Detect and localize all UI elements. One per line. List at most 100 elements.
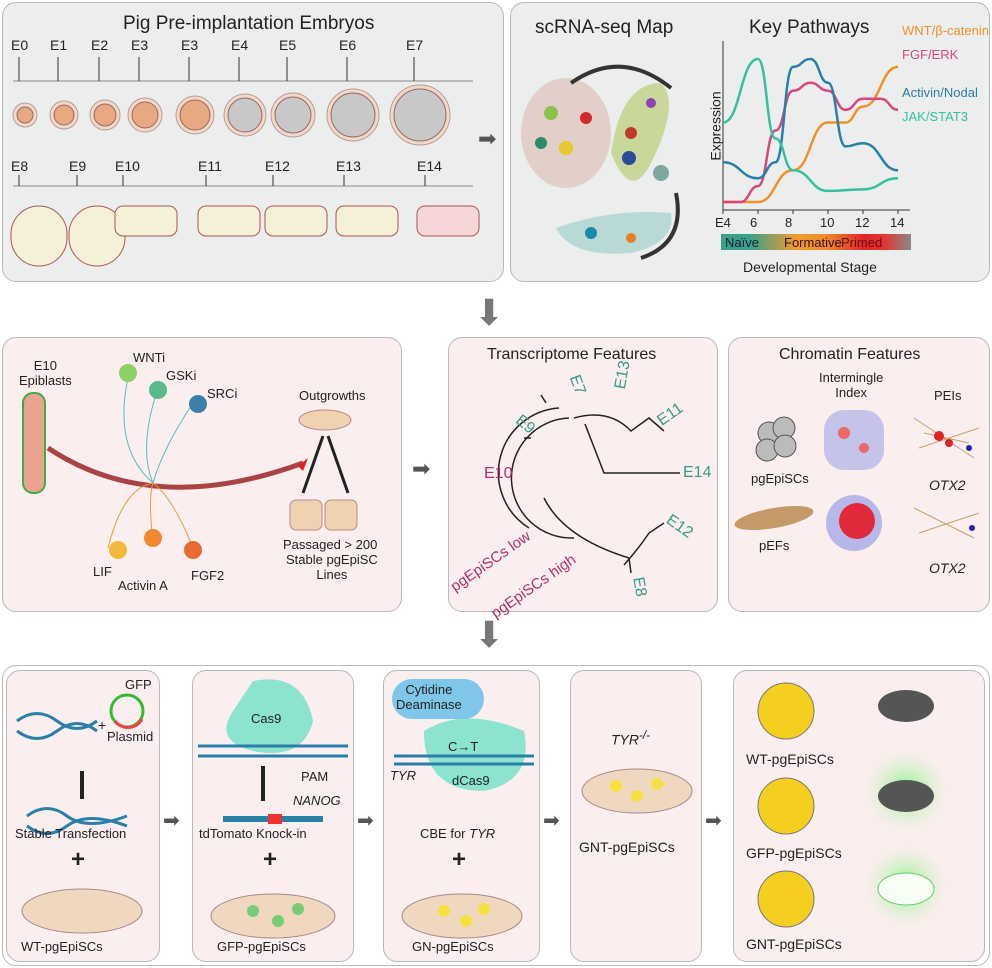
x-tick-label: 14	[890, 215, 905, 230]
chimera-gnt: GNT-pgEpiSCs	[746, 936, 842, 952]
peis-header: PEIs	[934, 388, 962, 403]
tyr-label: TYR	[390, 768, 416, 783]
series-line	[722, 57, 899, 193]
factor-lif: LIF	[93, 564, 112, 579]
stage-formative: Formative	[784, 235, 842, 250]
step-cbe: Cytidine Deaminase C→T TYR dCas9 CBE for…	[383, 670, 540, 962]
embryo	[227, 97, 263, 133]
inhibitor-gski: GSKi	[166, 368, 197, 383]
plus-sign: +	[98, 717, 107, 733]
nanog-label: NANOG	[293, 793, 341, 808]
legend-label: Activin/Nodal	[902, 85, 978, 100]
embryo-illustrations	[10, 57, 480, 267]
stage-naive: Naïve	[725, 235, 759, 250]
tyr-ko-label: TYR-/-	[611, 729, 651, 748]
scrna-map	[521, 64, 680, 260]
panel-title: Pig Pre-implantation Embryos	[123, 13, 375, 34]
stage-label: E6	[339, 37, 357, 53]
chimera-gfp: GFP-pgEpiSCs	[746, 845, 842, 861]
stable-lines-label: Stable pgEpiSC Lines	[286, 552, 378, 582]
stage-label: E12	[265, 158, 290, 174]
step2-label: tdTomato Knock-in	[199, 826, 307, 841]
step3-plus: +	[452, 846, 467, 873]
legend-label: JAK/STAT3	[902, 109, 968, 124]
panel-derivation: E10 Epiblasts WNTi GSKi SRCi LIF Activin…	[2, 337, 402, 612]
dcas9-label: dCas9	[452, 773, 490, 788]
knockin-illustration	[198, 679, 348, 939]
stage-label: E11	[198, 158, 222, 174]
factor-activin: Activin A	[118, 578, 168, 593]
inhibitor-wnti: WNTi	[133, 350, 166, 365]
epiblasts-label: E10 Epiblasts	[19, 358, 72, 388]
x-tick-label: 6	[750, 215, 758, 230]
embryo	[16, 106, 34, 124]
factor-fgf2: FGF2	[191, 568, 225, 583]
embryo	[416, 205, 480, 237]
legend-label: FGF/ERK	[902, 47, 959, 62]
derivation-illustration	[22, 364, 358, 559]
embryo	[179, 99, 211, 131]
chromatin-illustration	[734, 410, 980, 551]
x-tick-label: 12	[855, 215, 870, 230]
stage-primed: Primed	[841, 235, 883, 250]
plasmid-label: Plasmid	[107, 729, 154, 744]
gfp-label: GFP	[125, 677, 152, 692]
x-axis-label: Developmental Stage	[743, 259, 877, 275]
chimera-illustration	[757, 682, 954, 934]
arrow-right-3: ➡	[163, 810, 180, 832]
series-line	[723, 65, 899, 204]
arrow-right-5: ➡	[543, 810, 560, 832]
step2-dish: GFP-pgEpiSCs	[217, 939, 306, 954]
stage-label: E5	[279, 37, 297, 53]
stage-label: E8	[11, 158, 29, 174]
step-knockin: Cas9 PAM NANOG tdTomato Knock-in + GFP-p…	[192, 670, 354, 962]
stage-label: E9	[69, 158, 87, 174]
embryo	[393, 88, 447, 142]
passaged-label: Passaged > 200	[283, 537, 378, 552]
embryo	[10, 205, 68, 267]
gene-otx2-1: OTX2	[929, 477, 966, 493]
arrow-down-1: ⬇	[474, 292, 505, 333]
stage-label: E1	[50, 37, 68, 53]
ct-label: C→T	[448, 739, 479, 754]
stage-label: E7	[406, 37, 424, 53]
arrow-right-2: ➡	[412, 456, 431, 481]
stage-label: E4	[231, 37, 249, 53]
transfection-illustration	[16, 693, 145, 934]
panel-scrna: scRNA-seq Map Key Pathways Expression Na…	[510, 2, 990, 282]
transcriptome-title: Transcriptome Features	[487, 346, 657, 363]
stage-label: E10	[115, 158, 140, 174]
arrow-right-1: ➡	[478, 126, 497, 151]
x-tick-label: E4	[715, 215, 731, 230]
step1-label: Stable Transfection	[15, 826, 127, 841]
step3-label: CBE for TYR	[420, 826, 496, 841]
embryo	[197, 205, 261, 237]
arrow-down-2: ⬇	[474, 614, 505, 655]
step2-plus: +	[263, 846, 278, 873]
deaminase-label: Cytidine Deaminase	[396, 682, 462, 712]
stage-label: E14	[417, 158, 442, 174]
intermingle-header: Intermingle Index	[819, 370, 884, 400]
y-axis-label: Expression	[707, 91, 724, 161]
embryo	[114, 205, 178, 237]
step-tyr-ko: TYR-/- GNT-pgEpiSCs	[570, 670, 702, 962]
inhibitor-srci: SRCi	[207, 386, 238, 401]
series-line	[722, 57, 899, 180]
step4-dish: GNT-pgEpiSCs	[579, 839, 675, 855]
outgrowths-label: Outgrowths	[299, 388, 366, 403]
step1-plus: +	[71, 846, 86, 873]
embryo	[53, 104, 75, 126]
step3-dish: GN-pgEpiSCs	[412, 939, 494, 954]
embryo	[335, 205, 399, 237]
embryo	[264, 205, 328, 237]
x-tick-label: 8	[785, 215, 793, 230]
step-transfection: + GFP Plasmid Stable Transfection + WT-p…	[6, 670, 160, 962]
cas9-label: Cas9	[251, 711, 282, 726]
arrow-right-4: ➡	[357, 810, 374, 832]
panel-chromatin: Chromatin Features Intermingle Index PEI…	[728, 337, 990, 612]
gene-otx2-2: OTX2	[929, 560, 966, 576]
legend-label: WNT/β-catenin	[902, 23, 989, 38]
embryo	[131, 101, 159, 129]
embryo	[330, 92, 376, 138]
